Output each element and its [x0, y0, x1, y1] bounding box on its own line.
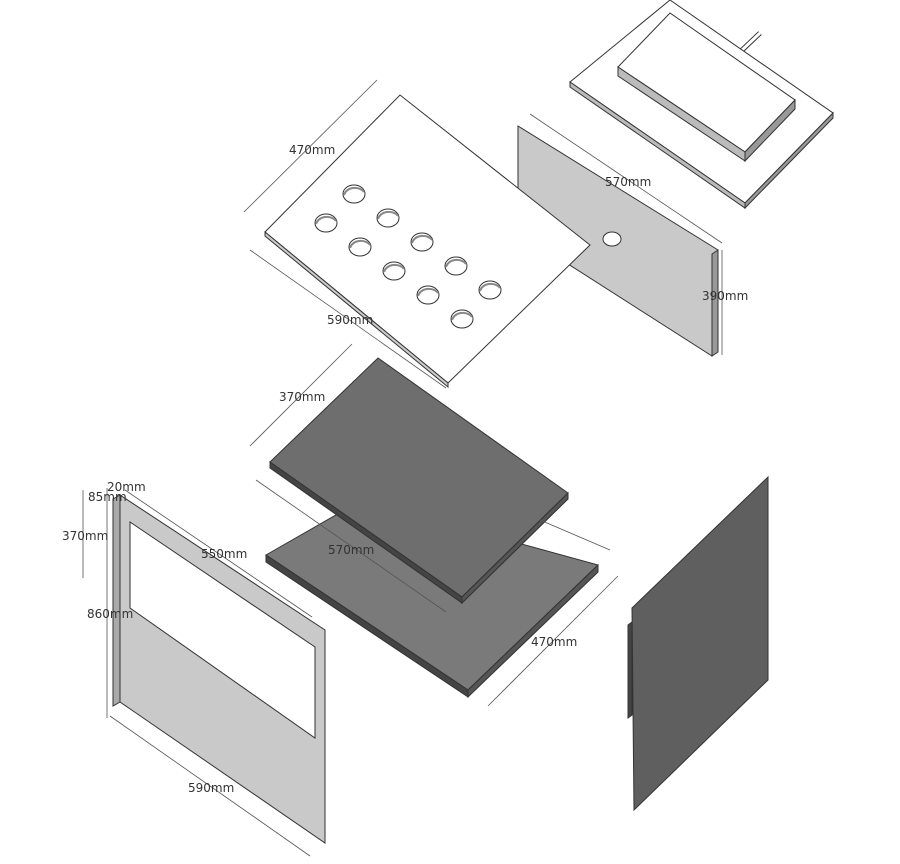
top-panel — [264, 94, 591, 389]
dim-shelf-lower-depth: 470mm — [531, 635, 577, 649]
dimension-lines — [82, 79, 723, 857]
hole-shadow — [479, 282, 501, 292]
hole-shadow — [411, 234, 433, 244]
dim-top-rail: 85mm — [88, 490, 127, 504]
dim-opening-height: 370mm — [62, 529, 108, 543]
hole-shadow — [315, 215, 337, 225]
hole-shadow — [343, 186, 365, 196]
top-tray — [569, 0, 834, 210]
dim-front-height: 860mm — [87, 607, 133, 621]
dim-top-width: 590mm — [327, 313, 373, 327]
dim-opening-width: 550mm — [201, 547, 247, 561]
dim-shelf-depth: 370mm — [279, 390, 325, 404]
dim-shelf-width: 570mm — [328, 543, 374, 557]
hole-shadow — [377, 210, 399, 220]
hole-shadow — [445, 258, 467, 268]
dim-back-width: 570mm — [605, 175, 651, 189]
upper-shelf — [265, 357, 599, 699]
hole-shadow — [451, 311, 473, 321]
side-panel — [627, 475, 769, 812]
hole-shadow — [349, 239, 371, 249]
hole-shadow — [383, 263, 405, 273]
cable-hole — [602, 231, 622, 247]
front-panel — [112, 494, 326, 844]
dim-back-height: 390mm — [702, 289, 748, 303]
back-panel — [517, 125, 719, 357]
dim-frame: 20mm — [107, 480, 146, 494]
hole-shadow — [417, 287, 439, 297]
dim-front-width: 590mm — [188, 781, 234, 795]
dim-top-depth: 470mm — [289, 143, 335, 157]
